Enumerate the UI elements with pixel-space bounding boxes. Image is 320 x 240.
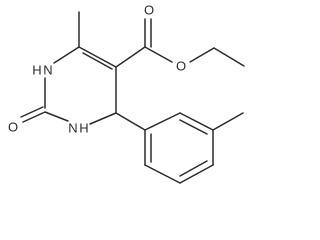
bond-c2-n3 <box>44 111 69 122</box>
bond-c6-c5-inner <box>82 52 113 70</box>
bond-ring-2 <box>179 112 214 131</box>
label-o-urea: O <box>8 120 18 135</box>
bond-c6-n1 <box>53 46 80 64</box>
bond-ring-inner-1 <box>179 119 208 135</box>
label-nh-bottom-n: N <box>68 121 77 136</box>
bond-ccarb-oester <box>144 46 173 63</box>
label-nh-top-n: N <box>43 63 52 78</box>
bond-oester-ch2 <box>189 47 215 63</box>
bond-ring-4 <box>179 164 214 184</box>
bond-ring-inner-2 <box>179 160 208 177</box>
bond-n3-c4 <box>89 112 117 125</box>
bond-c5-ccarb <box>115 46 146 68</box>
bond-c6-c5 <box>78 46 117 68</box>
bond-c4-aryl <box>115 112 146 131</box>
bond-c2-o <box>22 111 46 123</box>
bonds <box>20 11 245 184</box>
bond-ring-methyl <box>212 112 244 131</box>
label-nh-top-h: H <box>32 63 41 78</box>
bond-c2-o-inner <box>20 106 44 118</box>
bond-ring-1 <box>144 112 181 131</box>
bond-ring-5 <box>144 164 181 184</box>
bond-ch2-ch3 <box>213 47 245 67</box>
atom-labels: H N N H O O O <box>8 3 186 136</box>
label-o-ester: O <box>176 59 186 74</box>
label-nh-bottom-h: H <box>79 121 88 136</box>
structure-diagram: H N N H O O O <box>8 3 245 184</box>
label-o-carbonyl: O <box>144 3 154 18</box>
